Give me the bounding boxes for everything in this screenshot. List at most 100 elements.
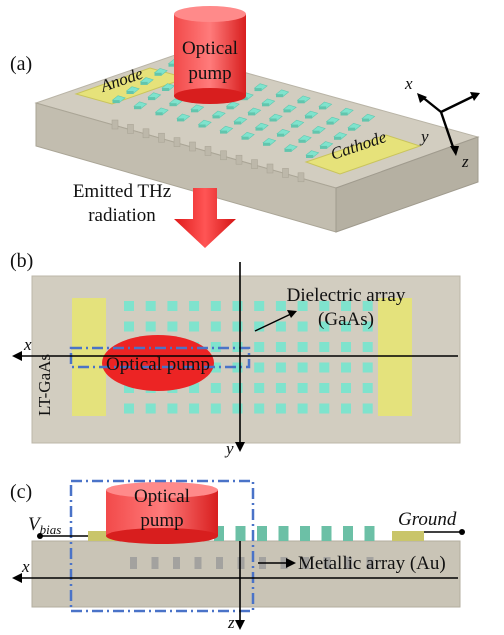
dielectric-cube-side (269, 118, 277, 122)
dielectric-square (254, 301, 265, 311)
metal-bar (237, 557, 245, 569)
metallic-pointer-head (286, 558, 296, 568)
dielectric-square (362, 342, 373, 352)
dielectric-bar (364, 526, 375, 541)
dielectric-square (341, 403, 351, 414)
dielectric-square (341, 301, 351, 311)
dielectric-square (341, 321, 351, 332)
dielectric-square (167, 301, 178, 311)
dielectric-bar (214, 526, 224, 541)
dielectric-square (210, 362, 221, 373)
optical-pump-cylinder-c (106, 482, 218, 544)
dielectric-square (297, 321, 308, 332)
dielectric-cube-side (348, 127, 356, 131)
dielectric-square (362, 321, 373, 332)
dielectric-square (362, 383, 373, 393)
axis-x-a: x (404, 74, 413, 93)
optical-pump-cylinder (174, 6, 246, 104)
dielectric-square (145, 403, 156, 414)
dielectric-square (189, 403, 200, 414)
dielectric-cube-side (226, 106, 234, 110)
dielectric-cube-side (177, 118, 185, 122)
pump-label-a-1: Optical (182, 38, 238, 59)
dielectric-square (232, 383, 243, 393)
metal-bar (366, 557, 374, 569)
dielectric-square (210, 321, 221, 332)
dielectric-square (167, 403, 178, 414)
metal-bar (302, 557, 309, 569)
substrate-side-view (31, 540, 461, 608)
dielectric-bar (321, 526, 332, 541)
buried-metal-bar (297, 172, 305, 183)
buried-metal-bar (220, 150, 227, 161)
dielectric-cube-side (262, 103, 270, 107)
dielectric-cube-side (112, 100, 120, 104)
panel-b: (b) x y Optical pump Dielectric array (G… (10, 250, 461, 458)
dielectric-label-2: (GaAs) (318, 309, 374, 330)
metal-bar (130, 557, 137, 569)
ground-label: Ground (398, 509, 457, 530)
dielectric-cube-side (148, 97, 156, 101)
metal-bar (323, 557, 331, 569)
axis-y-b: y (224, 439, 234, 458)
substrate-label: LT-GaAs (35, 354, 54, 416)
dielectric-square (275, 321, 286, 332)
dielectric-cube-side (154, 72, 162, 76)
dielectric-square (275, 403, 286, 414)
pump-label-c-2: pump (140, 510, 183, 531)
dielectric-cube-side (162, 88, 170, 91)
dielectric-square (319, 342, 330, 352)
dielectric-cube-array (111, 58, 376, 158)
dielectric-square (189, 301, 200, 311)
dielectric-square (232, 362, 243, 373)
dielectric-cube-side (234, 121, 242, 125)
dielectric-square (319, 362, 330, 373)
dielectric-square (210, 383, 221, 393)
dielectric-square (167, 321, 178, 332)
panel-c-label: (c) (10, 481, 32, 503)
cross-section-box (69, 479, 255, 613)
dielectric-square (297, 383, 308, 393)
buried-metal-bar (158, 132, 165, 143)
dielectric-cube-side (326, 121, 334, 125)
dielectric-square (341, 383, 351, 393)
dielectric-square (232, 342, 243, 352)
metal-bar (173, 557, 180, 569)
dielectric-cube-side (362, 118, 370, 122)
dielectric-square (362, 362, 373, 373)
dielectric-cube-side (241, 136, 249, 140)
buried-metal-bar (282, 168, 289, 178)
dielectric-square (254, 362, 265, 373)
dielectric-cube-side (284, 148, 292, 152)
axes-a (417, 92, 480, 156)
axis-y-arrow-b (235, 442, 245, 452)
metal-bar (151, 557, 159, 569)
dielectric-square (275, 362, 286, 373)
dielectric-cube-side (276, 94, 284, 98)
dielectric-cube-side (340, 112, 348, 116)
metal-bar (216, 557, 223, 569)
dielectric-square (254, 383, 265, 393)
dielectric-bar (343, 526, 353, 541)
cathode-pad (304, 134, 422, 175)
vbias-label: Vbias (28, 514, 61, 537)
dielectric-bar (278, 526, 289, 541)
buried-metal-bar (142, 128, 150, 139)
dielectric-square (124, 403, 134, 414)
dielectric-cube-side (306, 155, 314, 158)
dielectric-pointer-head (287, 310, 297, 318)
axis-x-c: x (21, 557, 30, 576)
dielectric-cube-side (140, 81, 148, 85)
dielectric-cube-side (334, 136, 342, 140)
cross-section-marker (69, 346, 251, 369)
dielectric-square (254, 342, 265, 352)
thz-arrow (174, 188, 236, 248)
substrate-side (335, 136, 479, 233)
dielectric-square (210, 403, 221, 414)
dielectric-label-1: Dielectric array (287, 285, 406, 306)
axis-x-arrow-c (12, 573, 22, 583)
dielectric-square (232, 403, 243, 414)
dielectric-square (297, 342, 308, 352)
buried-metal-bar (189, 141, 196, 152)
dielectric-square (232, 321, 243, 332)
